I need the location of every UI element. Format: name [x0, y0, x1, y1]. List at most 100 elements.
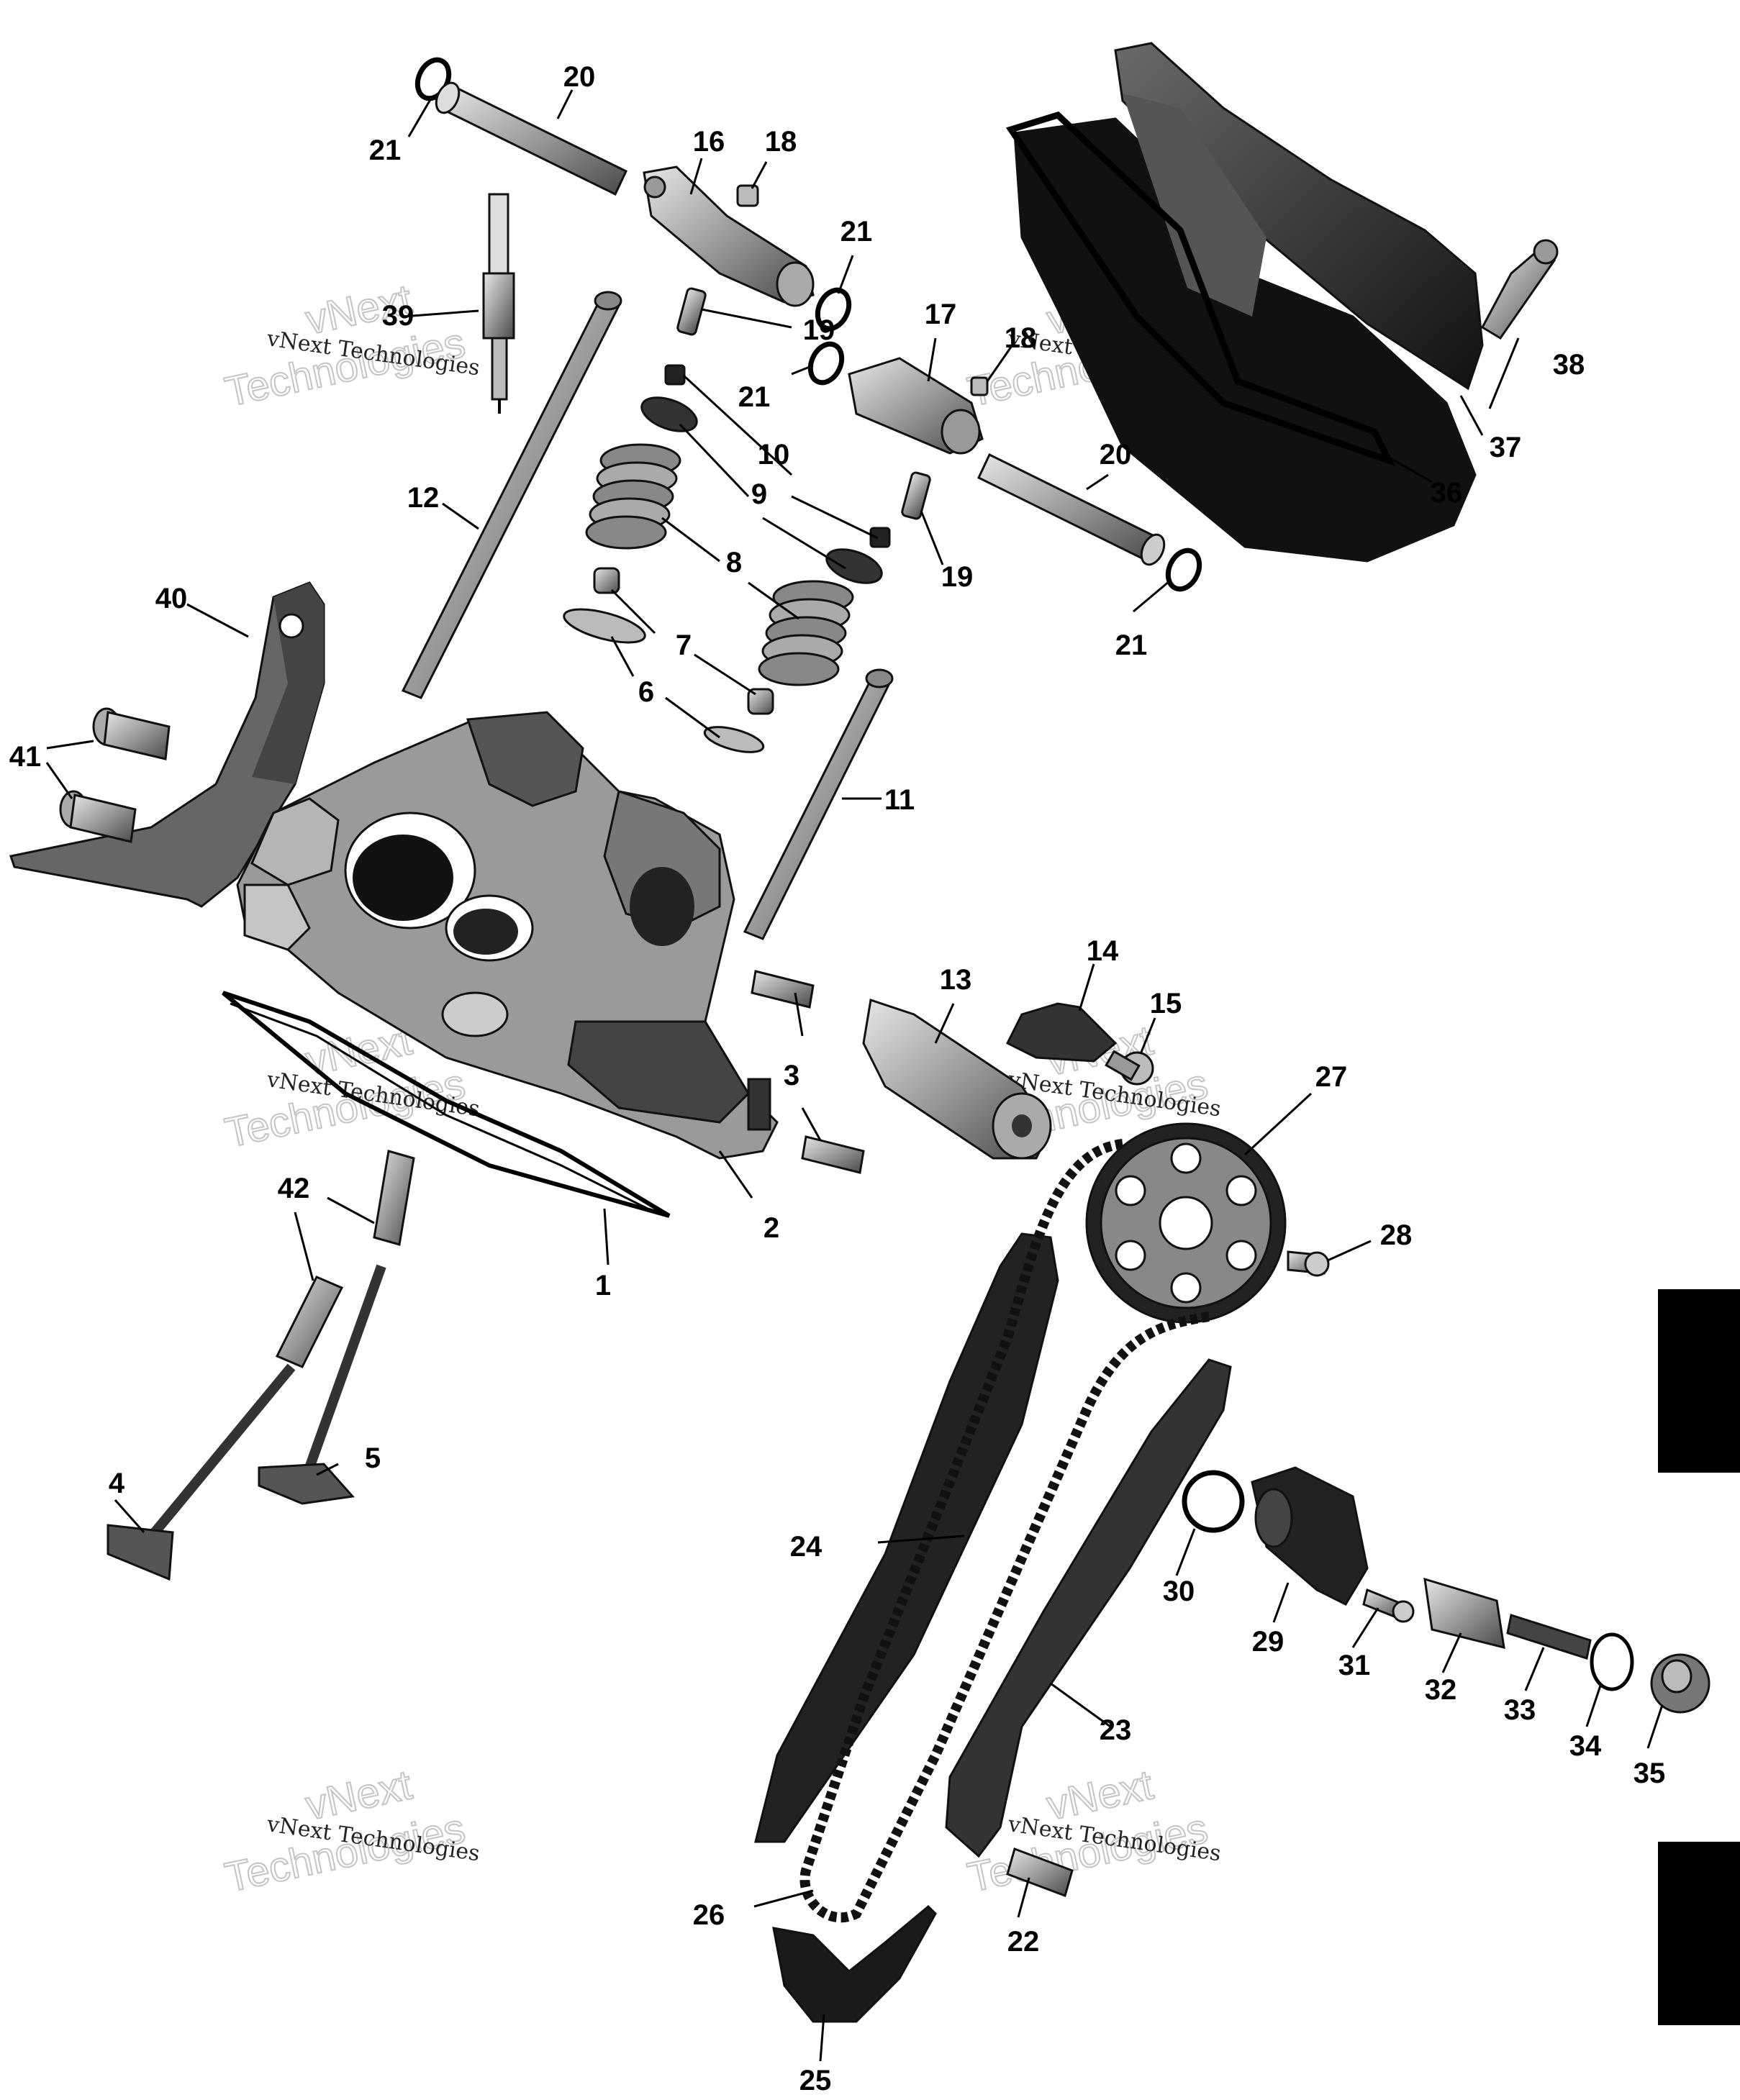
chain-tensioner-guide-part — [754, 1232, 1059, 1843]
o-ring-part — [1590, 1632, 1634, 1691]
callout-10: 10 — [758, 439, 790, 471]
callout-23: 23 — [1100, 1714, 1132, 1746]
callout-27: 27 — [1315, 1061, 1348, 1093]
part-number-labels: 1 2 3 4 5 6 7 8 9 10 11 12 13 14 15 16 1… — [9, 61, 1666, 2096]
adjuster-screw-part — [676, 287, 707, 336]
callout-6: 6 — [638, 676, 654, 708]
callout-16: 16 — [693, 126, 725, 158]
callout-11: 11 — [884, 784, 915, 816]
callout-31: 31 — [1338, 1650, 1371, 1681]
callout-20-upper: 20 — [563, 61, 596, 93]
callout-21-d: 21 — [1115, 629, 1148, 661]
callout-17: 17 — [925, 299, 957, 330]
callout-39: 39 — [382, 300, 414, 332]
page-tab-lower — [1658, 1842, 1740, 2025]
chain-guide-part — [945, 1358, 1232, 1858]
dowel-pin-part — [801, 1135, 865, 1174]
valve-keeper-part — [869, 527, 891, 548]
callout-3: 3 — [784, 1060, 799, 1091]
tensioner-plunger-part — [1423, 1577, 1505, 1650]
thrust-plate-part — [1005, 1002, 1118, 1063]
valve-seal-part — [747, 688, 774, 715]
rocker-arm-part — [643, 165, 815, 307]
callout-25: 25 — [799, 2065, 832, 2096]
callout-5: 5 — [365, 1442, 381, 1474]
callout-37: 37 — [1490, 432, 1522, 463]
callout-26: 26 — [693, 1899, 725, 1931]
callout-21-b: 21 — [840, 216, 873, 247]
rocker-arm-part — [848, 357, 984, 455]
callout-38: 38 — [1553, 349, 1585, 381]
bracket-bolt-part — [92, 707, 171, 760]
cylinder-head-part — [236, 711, 779, 1160]
valve-spring-part — [758, 580, 854, 686]
dowel-pin-part — [751, 970, 815, 1009]
callout-1: 1 — [595, 1270, 611, 1301]
callout-14: 14 — [1087, 935, 1119, 967]
camshaft-part — [862, 999, 1052, 1160]
callout-4: 4 — [109, 1468, 125, 1499]
tensioner-spring-part — [1506, 1614, 1592, 1660]
sprocket-bolt-part — [1287, 1250, 1330, 1277]
valve-seal-part — [593, 567, 620, 594]
rocker-shaft-part — [435, 81, 627, 196]
mounting-bracket-part — [9, 581, 325, 908]
timing-chain-part — [799, 1139, 1210, 1923]
spring-seat-washer-part — [563, 608, 646, 644]
adjuster-nut-part — [970, 376, 989, 396]
spring-seat-washer-part — [703, 726, 765, 753]
callout-18-upper: 18 — [765, 126, 797, 158]
watermark-bottom-left: Technologies vNext vNext Technologies — [220, 1760, 481, 1901]
callout-13: 13 — [940, 964, 972, 996]
leader-lines — [45, 89, 1664, 2062]
valve-guide-part — [275, 1276, 344, 1368]
callout-41: 41 — [9, 741, 42, 773]
valve-cover-gasket-part — [1005, 111, 1395, 466]
callout-21-a: 21 — [369, 135, 402, 166]
callout-20-lower: 20 — [1100, 439, 1132, 471]
spark-plug-part — [482, 193, 515, 414]
callout-33: 33 — [1504, 1694, 1536, 1726]
tensioner-plug-part — [1650, 1653, 1710, 1714]
adjuster-nut-part — [736, 184, 759, 207]
callout-18-lower: 18 — [1005, 322, 1037, 354]
guide-pin-part — [1006, 1847, 1074, 1897]
o-ring-part — [815, 287, 852, 332]
callout-35: 35 — [1633, 1758, 1666, 1789]
o-ring-part — [807, 341, 845, 386]
head-gasket-inner-edge — [230, 1002, 648, 1210]
bracket-bolt-part — [59, 790, 137, 843]
adjuster-screw-part — [901, 471, 931, 520]
valve-guide-part — [373, 1150, 415, 1246]
callout-29: 29 — [1252, 1626, 1284, 1658]
plate-bolt-part — [1105, 1050, 1154, 1086]
callout-28: 28 — [1380, 1219, 1413, 1251]
valve-retainer-part — [640, 396, 698, 432]
callout-21-c: 21 — [738, 381, 771, 413]
pushrod-part — [401, 291, 622, 699]
cam-sprocket-part — [1085, 1122, 1287, 1324]
o-ring-part — [1182, 1470, 1245, 1533]
housing-bolt-part — [1362, 1588, 1415, 1623]
valve-keeper-part — [664, 364, 686, 386]
callout-32: 32 — [1425, 1674, 1457, 1706]
page-tab-upper — [1658, 1289, 1740, 1473]
cover-bolt-part — [1481, 239, 1559, 340]
callout-19-upper: 19 — [803, 314, 835, 346]
o-ring-part — [1165, 547, 1202, 592]
callout-2: 2 — [763, 1212, 779, 1244]
watermark-top-left: Technologies vNext vNext Technologies — [220, 275, 481, 416]
callout-36: 36 — [1431, 477, 1463, 509]
callout-8: 8 — [726, 547, 742, 578]
callout-15: 15 — [1150, 988, 1182, 1019]
callout-12: 12 — [407, 482, 440, 514]
callout-24: 24 — [790, 1531, 823, 1563]
tensioner-housing-part — [1251, 1466, 1369, 1606]
intake-valve-part — [107, 1363, 296, 1581]
callout-22: 22 — [1007, 1926, 1040, 1958]
callout-30: 30 — [1163, 1576, 1195, 1607]
lower-chain-guide-part — [772, 1904, 937, 2023]
callout-40: 40 — [155, 583, 188, 614]
callout-42: 42 — [278, 1173, 310, 1204]
